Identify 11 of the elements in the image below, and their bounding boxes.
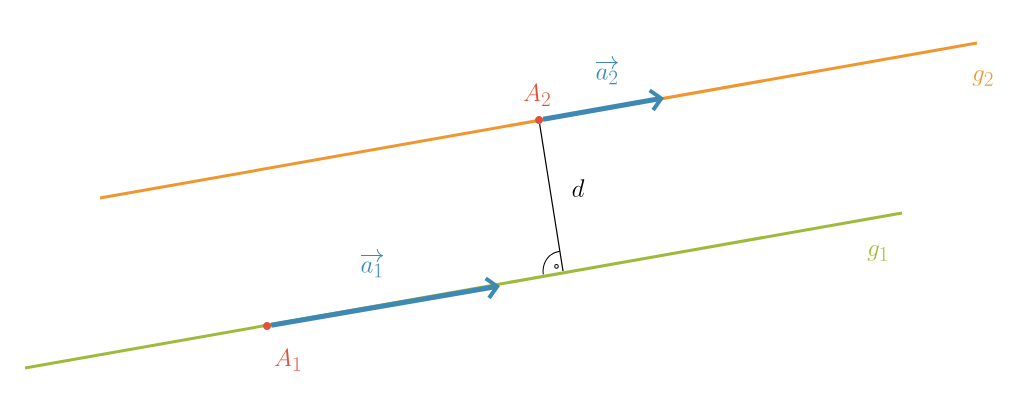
line-label: $g_2$ (972, 69, 993, 86)
edge-label: $\overrightarrow{a_1}$ (360, 249, 384, 278)
edge-label: $\overrightarrow{a_2}$ (595, 56, 619, 85)
line-label: $g_1$ (867, 244, 887, 261)
vector-arrow (542, 88, 664, 122)
distance-line (539, 123, 564, 272)
right-angle-mark (542, 250, 561, 275)
point-label: $A_2$ (523, 83, 550, 106)
point-label: $A_1$ (274, 348, 301, 371)
vector-arrow (270, 276, 500, 328)
edge-label: $d$ (572, 179, 585, 197)
